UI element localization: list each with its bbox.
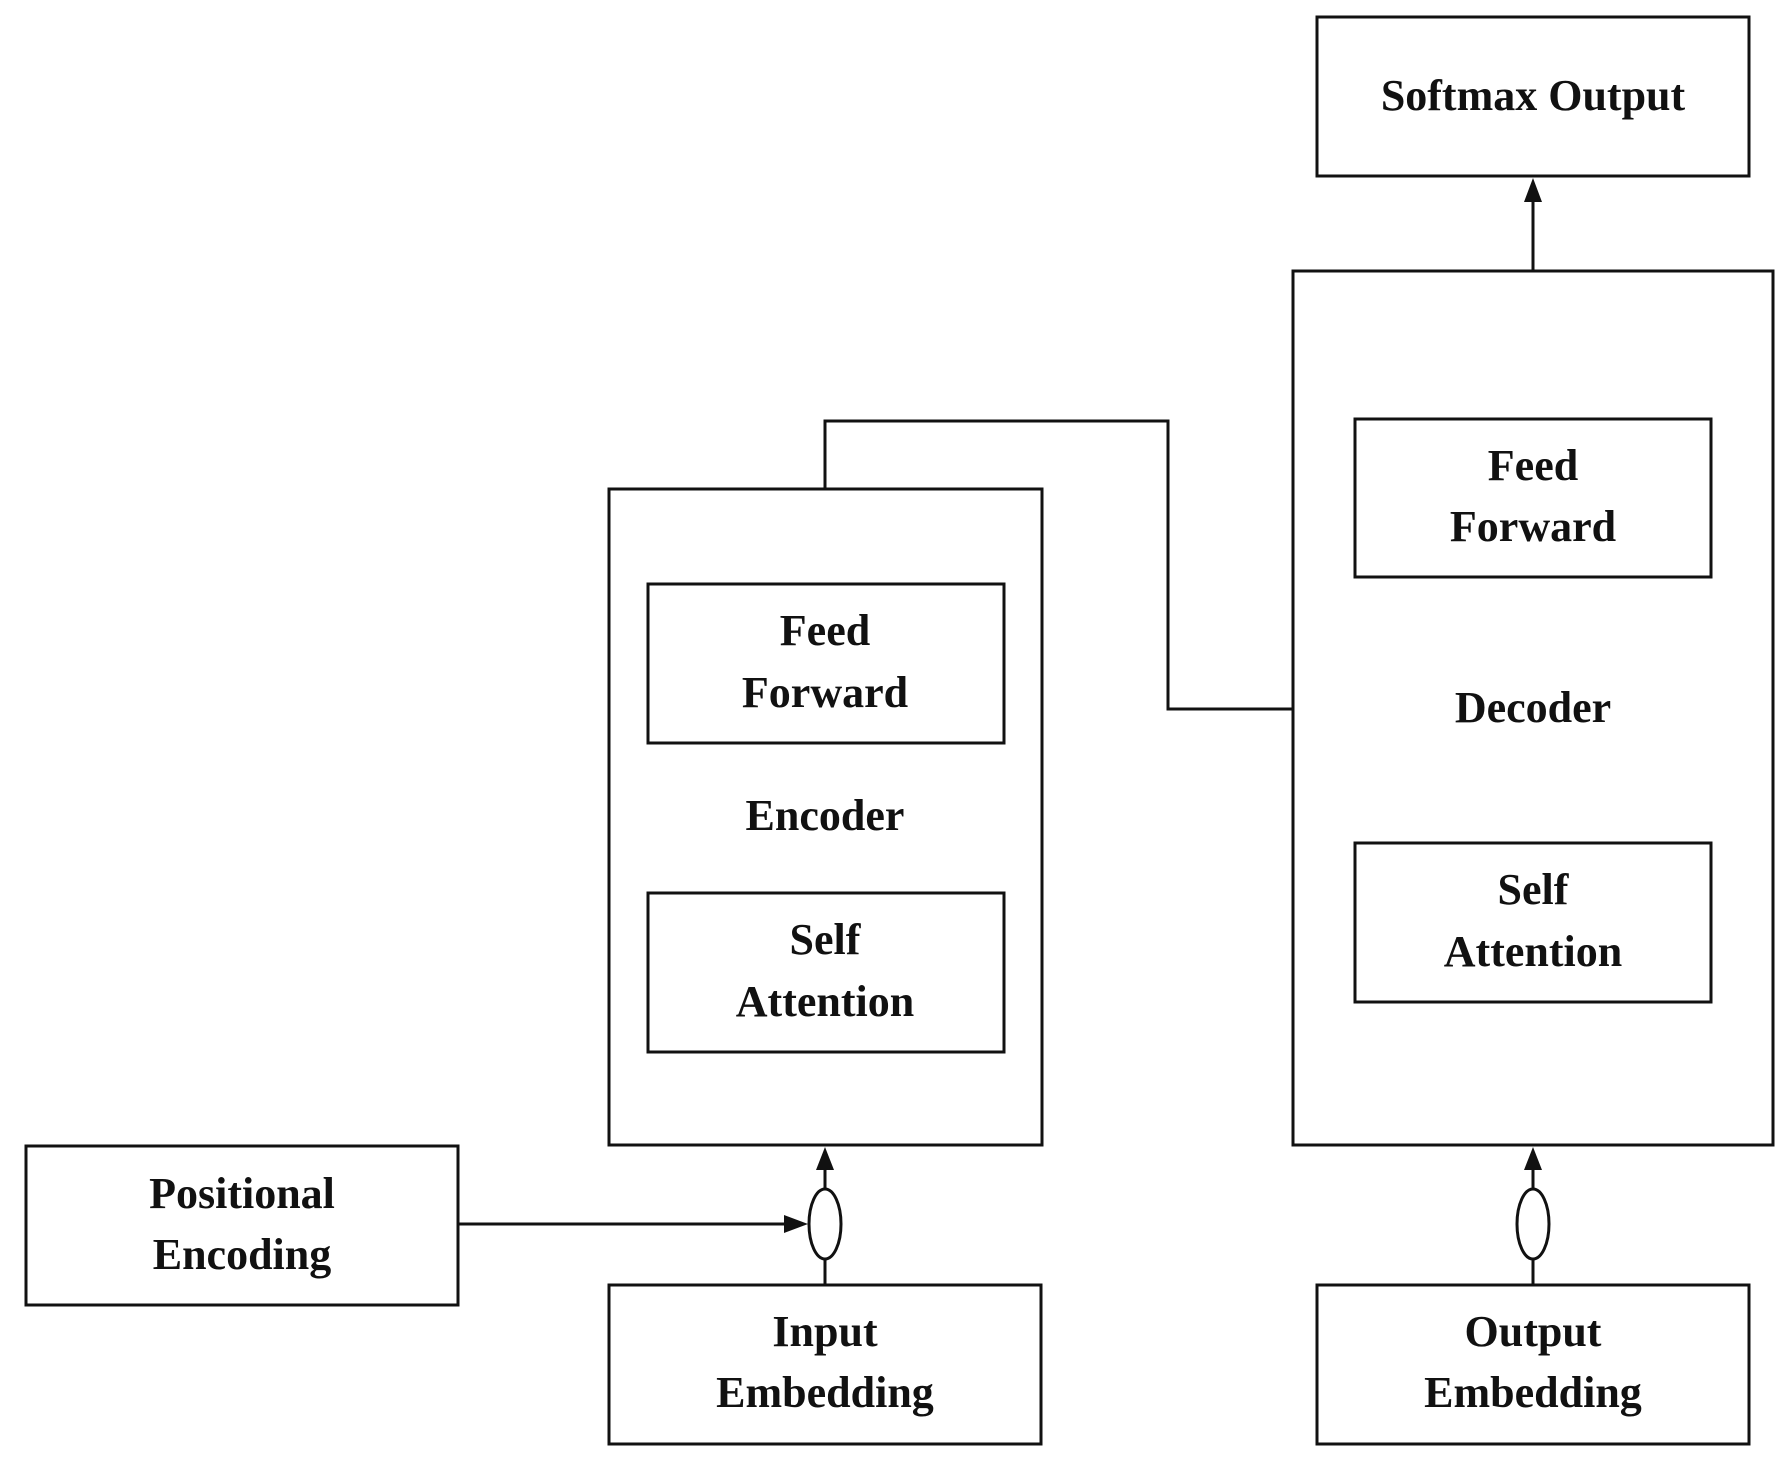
encoder-self-attention-line-2: Attention: [736, 977, 914, 1026]
encoder-add-node: [807, 1187, 843, 1261]
decoder-self-attention-line-2: Attention: [1444, 927, 1622, 976]
input-embedding-line-2: Embedding: [716, 1368, 934, 1417]
input-embedding-block: Input Embedding: [607, 1283, 1043, 1446]
input-embedding-line-1: Input: [772, 1307, 878, 1356]
encoder-feed-forward-line-1: Feed: [780, 606, 870, 655]
encoder-to-decoder-connector: [823, 419, 1293, 711]
decoder-add-node: [1515, 1187, 1551, 1261]
softmax-output-block: Softmax Output: [1315, 15, 1751, 178]
output-embedding-line-1: Output: [1465, 1307, 1602, 1356]
encoder-feed-forward-block: Feed Forward: [646, 582, 1006, 745]
decoder-self-attention-line-1: Self: [1498, 865, 1570, 914]
positional-encoding-line-1: Positional: [149, 1169, 335, 1218]
output-embedding-block: Output Embedding: [1315, 1283, 1751, 1446]
softmax-output-label: Softmax Output: [1381, 71, 1686, 120]
positional-encoding-line-2: Encoding: [153, 1230, 332, 1279]
decoder-to-softmax-arrow: [1524, 178, 1542, 271]
decoder-block: Decoder: [1291, 269, 1775, 1147]
add-to-decoder-arrow: [1524, 1147, 1542, 1189]
decoder-self-attention-block: Self Attention: [1353, 841, 1713, 1004]
positional-encoding-block: Positional Encoding: [24, 1144, 460, 1307]
decoder-label: Decoder: [1455, 683, 1611, 732]
positional-to-add-arrow: [458, 1215, 808, 1233]
decoder-feed-forward-block: Feed Forward: [1353, 417, 1713, 579]
encoder-self-attention-block: Self Attention: [646, 891, 1006, 1054]
output-embedding-line-2: Embedding: [1424, 1368, 1642, 1417]
decoder-feed-forward-line-2: Forward: [1450, 502, 1616, 551]
add-to-encoder-arrow: [816, 1147, 834, 1189]
decoder-feed-forward-line-1: Feed: [1488, 441, 1578, 490]
encoder-feed-forward-line-2: Forward: [742, 668, 908, 717]
encoder-self-attention-line-1: Self: [790, 915, 862, 964]
encoder-label: Encoder: [746, 791, 905, 840]
